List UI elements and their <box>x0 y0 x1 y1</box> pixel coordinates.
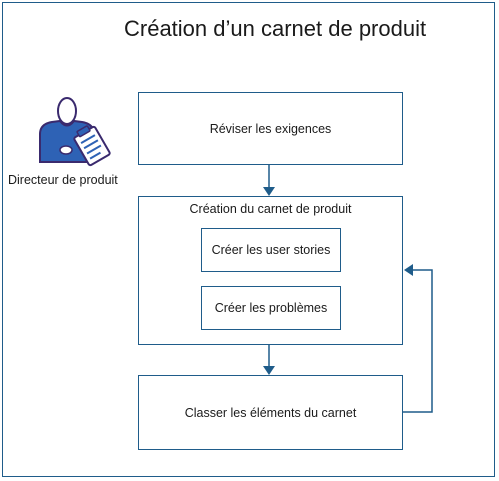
step-rank-label: Classer les éléments du carnet <box>184 406 357 420</box>
step-review-requirements: Réviser les exigences <box>138 92 403 165</box>
arrow-review-to-create <box>263 165 275 196</box>
step-create-backlog-label: Création du carnet de produit <box>189 202 352 216</box>
step-rank-backlog-items: Classer les éléments du carnet <box>138 375 403 450</box>
diagram-frame <box>2 2 495 477</box>
diagram-title: Création d’un carnet de produit <box>124 16 427 41</box>
arrow-create-to-rank <box>263 345 275 375</box>
person-clipboard-icon <box>39 97 111 167</box>
arrow-rank-loop-back <box>403 264 433 413</box>
step-create-user-stories: Créer les user stories <box>201 228 341 272</box>
step-create-issues: Créer les problèmes <box>201 286 341 330</box>
step-review-label: Réviser les exigences <box>209 122 332 136</box>
actor-label: Directeur de produit <box>8 173 118 187</box>
step-create-issues-label: Créer les problèmes <box>214 301 328 315</box>
step-create-backlog-group: Création du carnet de produit Créer les … <box>138 196 403 345</box>
step-create-user-stories-label: Créer les user stories <box>211 243 331 257</box>
